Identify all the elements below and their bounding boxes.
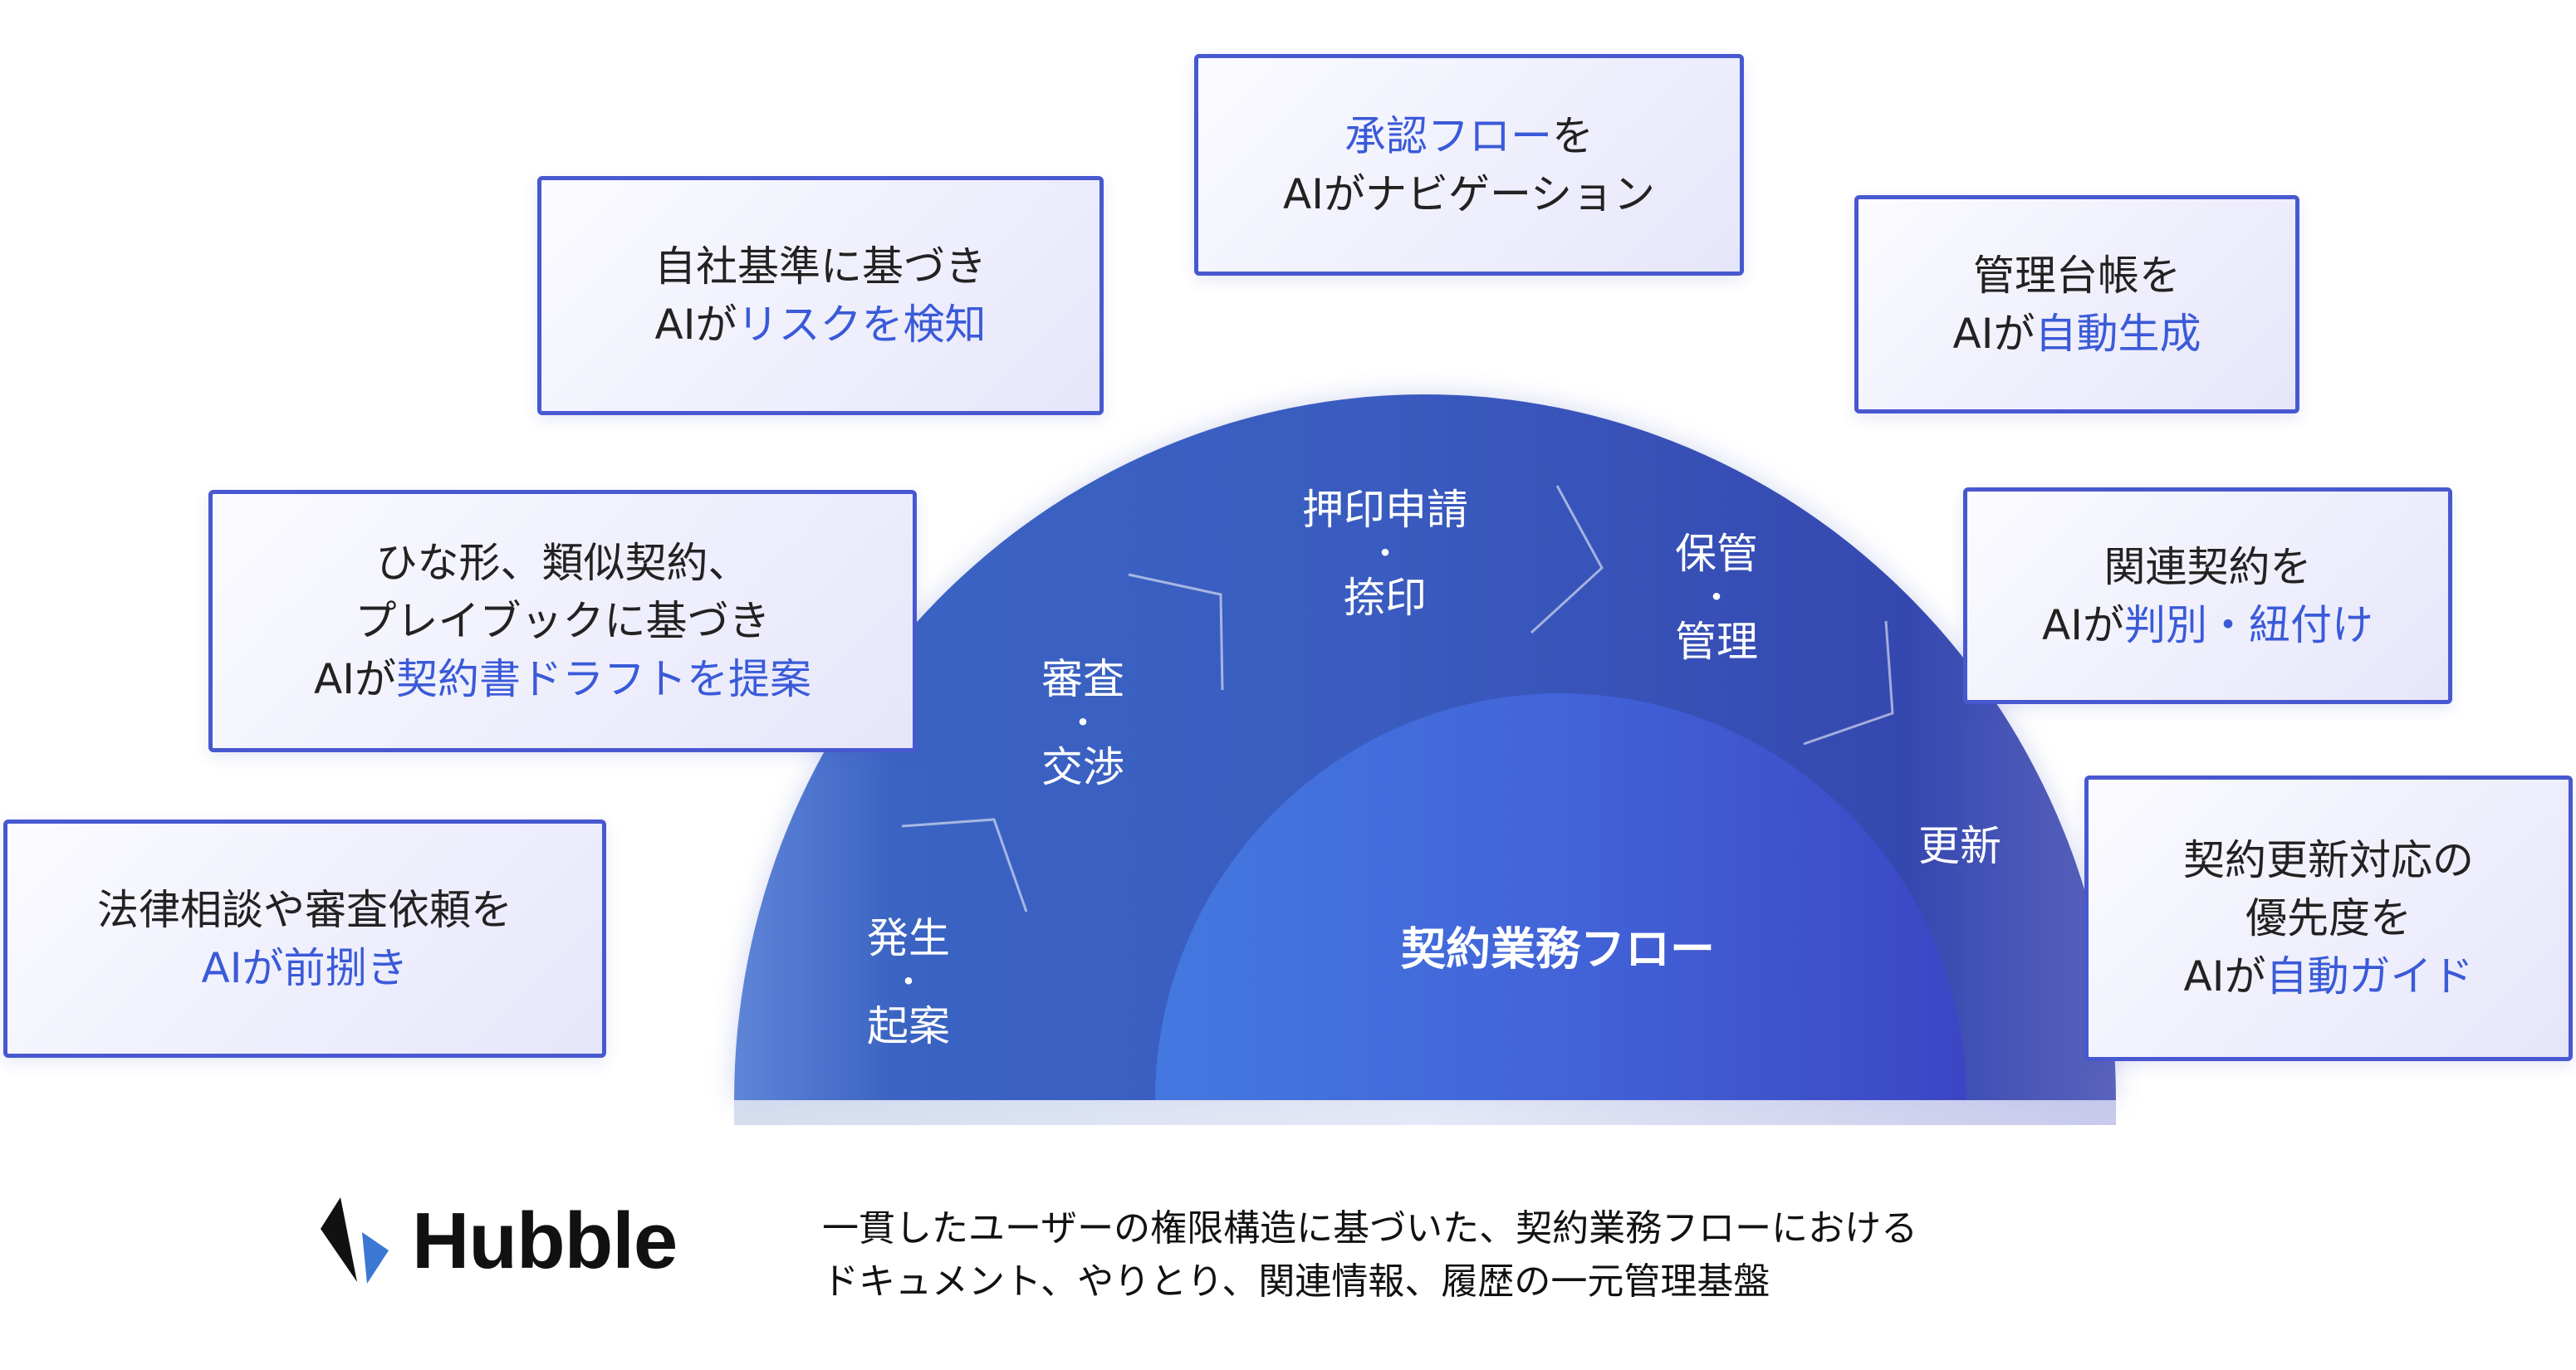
ai-highlight-text: 判別・紐付け — [2123, 600, 2373, 649]
ai-feature-box-risk: 自社基準に基づき AIがリスクを検知 — [537, 176, 1104, 415]
box-line: 自社基準に基づき — [654, 237, 987, 296]
box-line: AIが自動生成 — [1953, 305, 2201, 363]
stage-review: 審査 ・ 交渉 — [1041, 657, 1124, 790]
logo-text: Hubble — [412, 1196, 678, 1285]
box-text: 契約更新対応の — [2183, 836, 2474, 884]
dome-base — [734, 1100, 2116, 1125]
box-text: AIが — [2183, 952, 2266, 1001]
box-line: AIがリスクを検知 — [655, 296, 987, 354]
box-text: 管理台帳を — [1973, 251, 2181, 300]
box-line: 法律相談や審査依頼を — [97, 881, 512, 939]
ai-feature-box-draft: ひな形、類似契約、プレイブックに基づき AIが契約書ドラフトを提案 — [208, 490, 917, 752]
stage-label: 更新 — [1918, 822, 2001, 870]
box-text: AIがナビゲーション — [1283, 169, 1655, 218]
ai-highlight-text: 自動生成 — [2035, 309, 2201, 358]
box-line: 契約更新対応の — [2183, 831, 2474, 889]
stage-label: 交渉 — [1041, 743, 1124, 791]
ai-highlight-text: 自動ガイド — [2265, 952, 2474, 1001]
box-text: を — [1552, 111, 1594, 160]
box-line: 管理台帳を — [1973, 247, 2181, 305]
ai-feature-box-related: 関連契約を AIが判別・紐付け — [1963, 487, 2452, 704]
box-text: 優先度を — [2245, 894, 2412, 942]
stage-storage: 保管 ・ 管理 — [1675, 531, 1758, 664]
hubble-logo-icon — [321, 1197, 389, 1284]
ai-feature-box-ledger: 管理台帳を AIが自動生成 — [1854, 195, 2299, 413]
ai-highlight-text: リスクを検知 — [737, 301, 987, 349]
stage-dot: ・ — [892, 963, 925, 1001]
box-text: 関連契約を — [2103, 542, 2312, 591]
tagline-line: 一貫したユーザーの権限構造に基づいた、契約業務フローにおける — [822, 1207, 1918, 1250]
box-text: AIが — [1952, 309, 2035, 358]
box-text: ひな形、類似契約、 — [375, 539, 750, 587]
box-line: 優先度を — [2245, 889, 2412, 947]
box-line: AIが契約書ドラフトを提案 — [314, 650, 811, 708]
box-line: ひな形、類似契約、 — [376, 534, 750, 592]
stage-label: 起案 — [867, 1002, 950, 1050]
ai-feature-box-legal: 法律相談や審査依頼を AIが前捌き — [3, 820, 606, 1058]
stage-label: 捺印 — [1344, 574, 1427, 622]
stage-label: 保管 — [1675, 530, 1758, 578]
center-title: 契約業務フロー — [1401, 922, 1715, 976]
box-text: AIが — [314, 655, 396, 703]
box-text: 自社基準に基づき — [654, 242, 987, 291]
box-text: AIが — [654, 301, 737, 349]
box-line: AIが自動ガイド — [2184, 947, 2474, 1005]
box-line: 承認フローを — [1344, 107, 1594, 165]
box-line: 関連契約を — [2104, 538, 2312, 596]
tagline-line: ドキュメント、やりとり、関連情報、履歴の一元管理基盤 — [822, 1260, 1770, 1303]
box-text: 法律相談や審査依頼を — [97, 885, 512, 934]
box-line: プレイブックに基づき — [355, 592, 771, 650]
stage-label: 発生 — [867, 914, 950, 962]
box-text: AIが — [2042, 600, 2124, 649]
ai-highlight-text: 契約書ドラフトを提案 — [395, 655, 811, 703]
stage-dot: ・ — [1700, 579, 1733, 617]
hubble-logo: Hubble — [309, 1196, 678, 1287]
ai-feature-box-renewal: 契約更新対応の優先度を AIが自動ガイド — [2084, 776, 2573, 1061]
stage-label: 押印申請 — [1302, 486, 1468, 534]
box-line: AIがナビゲーション — [1283, 165, 1655, 223]
box-line: AIが前捌き — [202, 939, 409, 997]
box-text: プレイブックに基づき — [355, 597, 771, 645]
ai-highlight-text: 承認フロー — [1344, 111, 1552, 160]
stage-dot: ・ — [1066, 704, 1099, 742]
stage-origination: 発生 ・ 起案 — [867, 916, 950, 1049]
stage-renewal: 更新 — [1918, 824, 2001, 868]
stage-dot: ・ — [1369, 535, 1402, 573]
tagline: 一貫したユーザーの権限構造に基づいた、契約業務フローにおける ドキュメント、やり… — [822, 1202, 1917, 1309]
stage-label: 審査 — [1041, 655, 1124, 703]
stage-sealing: 押印申請 ・ 捺印 — [1302, 487, 1468, 620]
box-line: AIが判別・紐付け — [2042, 596, 2373, 654]
ai-highlight-text: AIが前捌き — [201, 943, 409, 992]
stage-label: 管理 — [1675, 618, 1758, 666]
